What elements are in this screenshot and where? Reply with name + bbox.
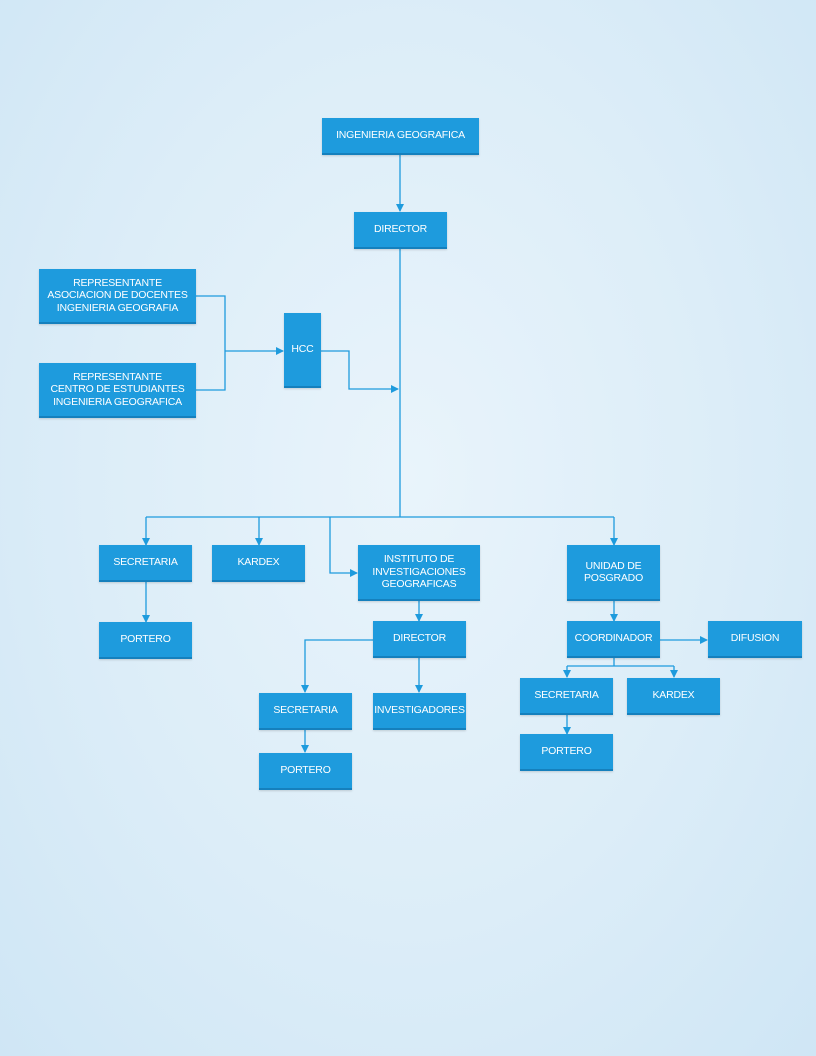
node-investigadores: INVESTIGADORES bbox=[373, 693, 466, 730]
node-portero-posgrado: PORTERO bbox=[520, 734, 613, 771]
node-ingenieria-geografica: INGENIERIA GEOGRAFICA bbox=[322, 118, 479, 155]
node-instituto-investigaciones: INSTITUTO DE INVESTIGACIONES GEOGRAFICAS bbox=[358, 545, 480, 601]
node-secretaria-instituto: SECRETARIA bbox=[259, 693, 352, 730]
node-representante-estudiantes: REPRESENTANTE CENTRO DE ESTUDIANTES INGE… bbox=[39, 363, 196, 418]
node-difusion: DIFUSION bbox=[708, 621, 802, 658]
node-kardex-posgrado: KARDEX bbox=[627, 678, 720, 715]
node-secretaria: SECRETARIA bbox=[99, 545, 192, 582]
connector-rep-docentes bbox=[196, 295, 226, 391]
node-hcc: HCC bbox=[284, 313, 321, 388]
node-representante-docentes: REPRESENTANTE ASOCIACION DE DOCENTES ING… bbox=[39, 269, 196, 324]
node-director-instituto: DIRECTOR bbox=[373, 621, 466, 658]
node-unidad-posgrado: UNIDAD DE POSGRADO bbox=[567, 545, 660, 601]
connector-hcc-trunk bbox=[321, 350, 399, 393]
node-portero-instituto: PORTERO bbox=[259, 753, 352, 790]
node-coordinador: COORDINADOR bbox=[567, 621, 660, 658]
node-kardex: KARDEX bbox=[212, 545, 305, 582]
node-portero: PORTERO bbox=[99, 622, 192, 659]
node-secretaria-posgrado: SECRETARIA bbox=[520, 678, 613, 715]
connector-to-instituto bbox=[329, 517, 358, 577]
connector-coordinador-bar bbox=[567, 658, 674, 667]
connector-director-secretaria bbox=[301, 639, 373, 693]
node-director: DIRECTOR bbox=[354, 212, 447, 249]
